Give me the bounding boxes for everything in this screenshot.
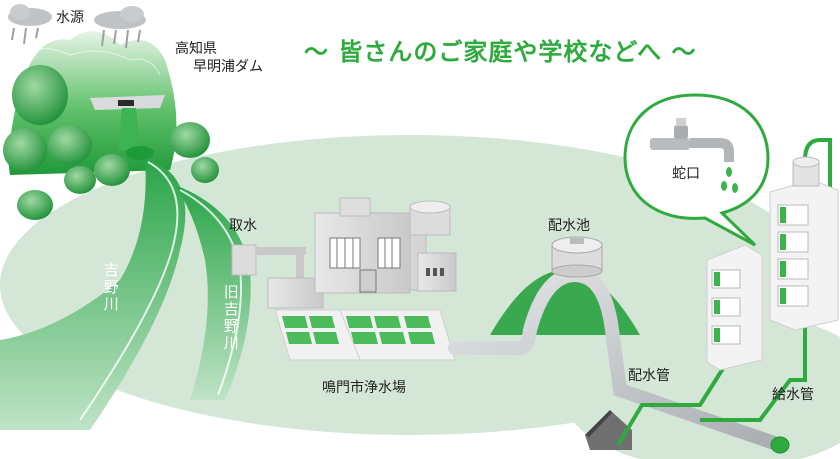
label-river-yoshino: 吉野川 bbox=[101, 262, 120, 313]
intake-building bbox=[231, 244, 306, 282]
dam-icon bbox=[90, 95, 165, 150]
river-yoshino bbox=[0, 158, 186, 430]
label-reservoir: 配水池 bbox=[548, 218, 590, 234]
building-small bbox=[706, 244, 763, 371]
label-river-kyu-yoshino: 旧吉野川 bbox=[221, 284, 240, 352]
label-service-pipe: 給水管 bbox=[772, 387, 814, 403]
faucet-icon bbox=[650, 118, 738, 193]
pipe-end bbox=[770, 436, 790, 454]
building-tall bbox=[769, 156, 839, 331]
label-faucet: 蛇口 bbox=[672, 166, 700, 182]
label-dam-name: 早明浦ダム bbox=[193, 59, 263, 75]
trees bbox=[3, 65, 219, 220]
label-source: 水源 bbox=[56, 10, 84, 26]
label-dam-prefecture: 高知県 bbox=[175, 41, 217, 57]
cloud-left-icon bbox=[8, 4, 52, 45]
label-intake: 取水 bbox=[229, 218, 257, 234]
reservoir-tank bbox=[551, 236, 603, 278]
label-distribution-pipe: 配水管 bbox=[628, 368, 670, 384]
river-kyu-yoshino bbox=[175, 185, 251, 400]
distribution-pipes bbox=[448, 267, 787, 452]
treatment-plant bbox=[267, 197, 457, 361]
label-treatment-plant: 鳴門市浄水場 bbox=[322, 380, 406, 396]
faucet-bubble bbox=[623, 93, 770, 247]
diagram-title: ～ 皆さんのご家庭や学校などへ ～ bbox=[304, 38, 697, 66]
cloud-right-icon bbox=[94, 6, 146, 49]
